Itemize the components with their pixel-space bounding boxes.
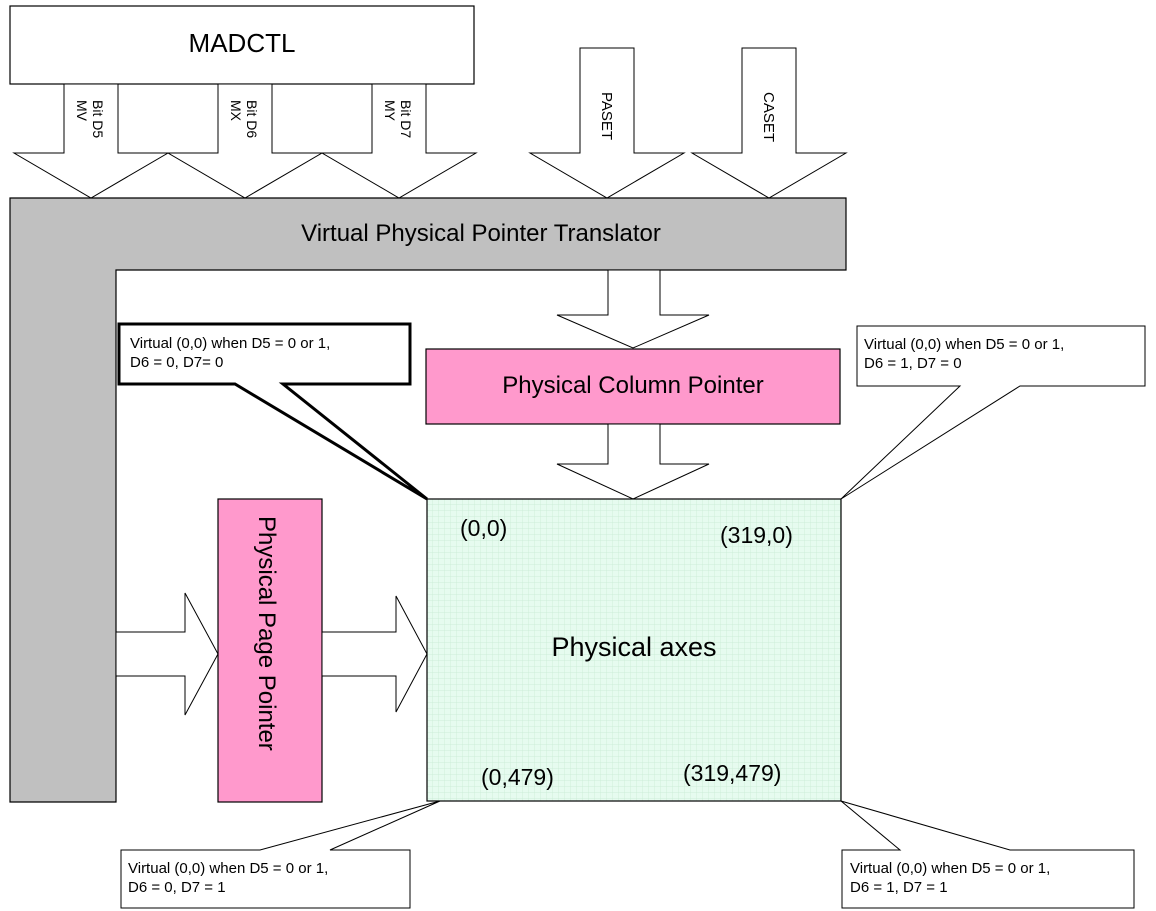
coord-top-left: (0,0) bbox=[460, 515, 508, 541]
column-pointer-box bbox=[425, 348, 841, 425]
page-to-axes-arrow bbox=[321, 595, 428, 713]
translator-to-column-arrow bbox=[556, 269, 710, 349]
coord-bottom-right: (319,479) bbox=[683, 760, 782, 786]
callout-bottom-right-line2: D6 = 1, D7 = 1 bbox=[850, 879, 948, 896]
paset-arrow bbox=[528, 47, 686, 199]
bit-d7-label: Bit D7 bbox=[398, 100, 414, 139]
bit-d6-name: MX bbox=[228, 100, 244, 121]
coord-bottom-left: (0,479) bbox=[481, 764, 554, 790]
translator-label: Virtual Physical Pointer Translator bbox=[301, 220, 661, 247]
callout-bottom-left-text: Virtual (0,0) when D5 = 0 or 1, D6 = 0, … bbox=[128, 859, 328, 897]
bit-d7-name: MY bbox=[382, 100, 398, 121]
callout-top-right-text: Virtual (0,0) when D5 = 0 or 1, D6 = 1, … bbox=[864, 335, 1064, 373]
coord-top-right: (319,0) bbox=[720, 522, 793, 548]
translator-to-page-arrow bbox=[115, 592, 219, 716]
callout-top-left-line2: D6 = 0, D7= 0 bbox=[130, 354, 224, 371]
callout-top-left-line1: Virtual (0,0) when D5 = 0 or 1, bbox=[130, 335, 331, 352]
callout-bottom-left-line2: D6 = 0, D7 = 1 bbox=[128, 879, 226, 896]
madctl-label: MADCTL bbox=[188, 28, 296, 58]
madctl-box bbox=[9, 5, 475, 85]
caset-label: CASET bbox=[760, 92, 777, 143]
callout-bottom-left-line1: Virtual (0,0) when D5 = 0 or 1, bbox=[128, 860, 329, 877]
axes-label: Physical axes bbox=[551, 632, 717, 662]
callout-top-right-line2: D6 = 1, D7 = 0 bbox=[864, 355, 962, 372]
page-pointer-label: Physical Page Pointer bbox=[253, 516, 280, 751]
callout-bottom-left bbox=[120, 800, 441, 909]
callout-top-right bbox=[840, 325, 1146, 500]
callout-bottom-right-text: Virtual (0,0) when D5 = 0 or 1, D6 = 1, … bbox=[850, 859, 1050, 897]
bit-d7-arrow bbox=[320, 83, 478, 199]
page-pointer-box bbox=[217, 498, 323, 803]
caset-arrow bbox=[690, 47, 848, 199]
column-to-axes-arrow bbox=[556, 423, 710, 500]
bit-d5-label: Bit D5 bbox=[90, 100, 106, 139]
column-pointer-label: Physical Column Pointer bbox=[502, 372, 764, 399]
callout-top-left bbox=[117, 322, 428, 501]
bit-d5-arrow bbox=[12, 83, 170, 199]
callout-bottom-right-line1: Virtual (0,0) when D5 = 0 or 1, bbox=[850, 860, 1051, 877]
translator-block bbox=[9, 197, 847, 803]
paset-label: PASET bbox=[598, 92, 615, 141]
callout-top-left-text: Virtual (0,0) when D5 = 0 or 1, D6 = 0, … bbox=[130, 334, 330, 372]
bit-d6-label: Bit D6 bbox=[244, 100, 260, 139]
callout-top-right-line1: Virtual (0,0) when D5 = 0 or 1, bbox=[864, 336, 1065, 353]
callout-bottom-right bbox=[840, 800, 1135, 909]
bit-d6-arrow bbox=[166, 83, 324, 199]
bit-d5-name: MV bbox=[74, 100, 90, 121]
